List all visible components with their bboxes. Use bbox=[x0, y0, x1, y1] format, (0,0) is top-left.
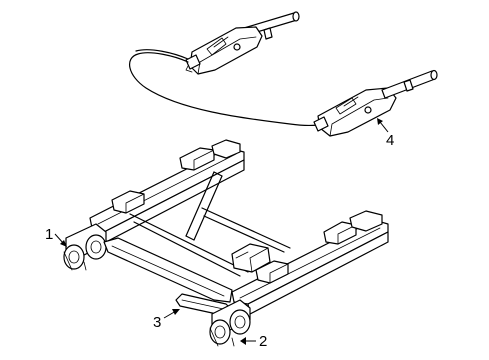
lower-cable-clip bbox=[313, 87, 397, 137]
callout-1-label: 1 bbox=[45, 226, 53, 243]
seat-track-left bbox=[89, 139, 245, 243]
center-latch-block bbox=[231, 243, 271, 273]
upper-cable-clip bbox=[185, 26, 263, 75]
callout-3: 3 bbox=[153, 309, 180, 331]
callout-2: 2 bbox=[240, 333, 267, 350]
lower-cable-rod bbox=[381, 69, 438, 99]
callout-4: 4 bbox=[377, 118, 394, 149]
callout-3-label: 3 bbox=[153, 314, 161, 331]
callout-4-label: 4 bbox=[386, 132, 394, 149]
frame-cross-members bbox=[103, 171, 291, 303]
cable-wire bbox=[129, 52, 324, 127]
adjuster-cable-assembly bbox=[129, 11, 438, 137]
seat-track-frame bbox=[63, 139, 389, 347]
callout-2-label: 2 bbox=[259, 333, 267, 350]
cable-wire-inner bbox=[135, 49, 189, 60]
left-front-roller-assembly bbox=[63, 223, 107, 271]
right-front-roller-assembly bbox=[209, 299, 251, 347]
callout-1: 1 bbox=[45, 226, 67, 247]
